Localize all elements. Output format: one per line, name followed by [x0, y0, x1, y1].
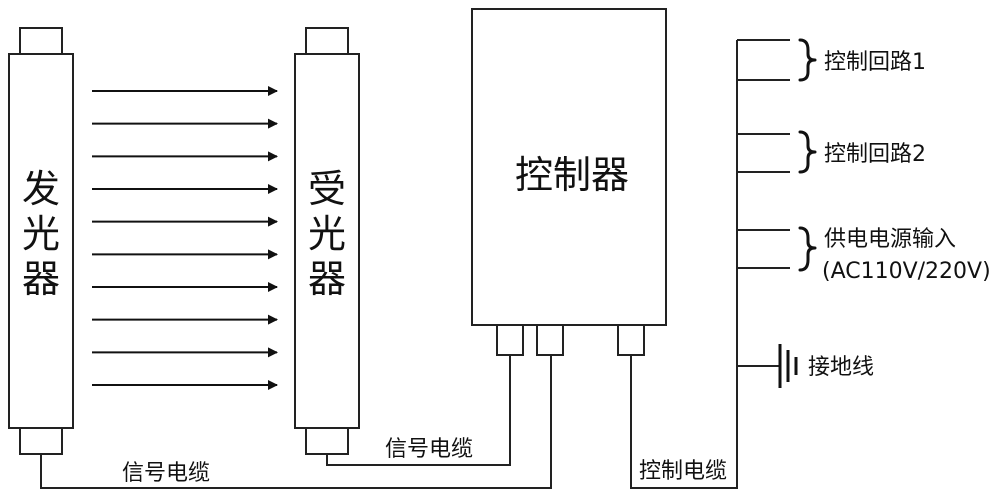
output-terminals: 控制回路1 控制回路2 供电电源输入 (AC110V/220V) 接地线 — [737, 38, 991, 388]
receiver-bottom-cap — [305, 427, 349, 455]
controller-port-3 — [617, 324, 645, 356]
control-cable — [630, 40, 738, 489]
controller-port-2 — [536, 324, 564, 356]
receiver-label-char-2: 光 — [308, 212, 346, 256]
receiver-label-char-3: 器 — [308, 257, 346, 301]
receiver-body — [294, 53, 360, 429]
signal-cable-label-1: 信号电缆 — [122, 461, 210, 486]
signal-cable-label-2: 信号电缆 — [385, 437, 473, 462]
control-cable-label: 控制电缆 — [639, 459, 727, 484]
emitter-label-char-2: 光 — [22, 212, 60, 256]
emitter-signal-cable — [40, 355, 552, 489]
receiver-unit: 受 光 器 — [294, 27, 360, 455]
emitter-body — [8, 53, 74, 429]
receiver-label-char-1: 受 — [308, 167, 346, 211]
power-brace — [798, 226, 817, 272]
loop1-brace — [798, 38, 817, 82]
ground-label: 接地线 — [808, 355, 874, 380]
light-beams — [92, 86, 278, 390]
loop2-brace — [798, 130, 817, 174]
receiver-signal-cable — [326, 355, 511, 466]
controller-box — [471, 8, 667, 326]
controller-port-1 — [496, 324, 524, 356]
emitter-bottom-cap — [19, 427, 63, 455]
controller-label: 控制器 — [515, 153, 629, 197]
emitter-unit: 发 光 器 — [8, 27, 74, 455]
receiver-top-cap — [305, 27, 349, 55]
controller: 控制器 — [471, 8, 667, 356]
emitter-label-char-1: 发 — [22, 167, 60, 211]
emitter-label-char-3: 器 — [22, 257, 60, 301]
power-input-label: 供电电源输入 — [824, 227, 956, 252]
cables: 信号电缆 信号电缆 控制电缆 — [40, 40, 738, 489]
emitter-top-cap — [19, 27, 63, 55]
control-loop-1-label: 控制回路1 — [824, 50, 926, 75]
control-loop-2-label: 控制回路2 — [824, 142, 926, 167]
power-voltage-label: (AC110V/220V) — [822, 259, 991, 284]
